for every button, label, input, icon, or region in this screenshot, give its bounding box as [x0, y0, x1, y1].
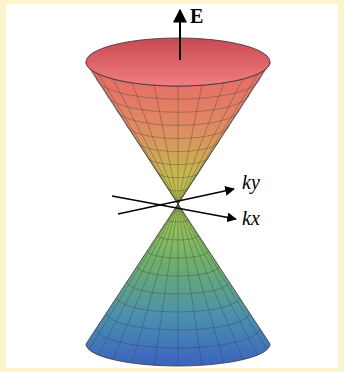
- mesh-line: [147, 157, 208, 165]
- mesh-line: [98, 74, 178, 204]
- kx-axis: [112, 196, 236, 219]
- mesh-line: [113, 204, 178, 360]
- mesh-line: [178, 204, 243, 360]
- ky-axis: [118, 189, 234, 214]
- mesh-line: [178, 68, 267, 204]
- mesh-line: [178, 204, 224, 363]
- mesh-line: [158, 172, 199, 177]
- energy-label: E: [190, 6, 203, 26]
- mesh-line: [106, 94, 249, 113]
- mesh-line: [132, 204, 178, 363]
- mesh-line: [137, 141, 219, 152]
- mesh-line: [117, 109, 240, 125]
- mesh-line: [96, 328, 260, 348]
- mesh-line: [178, 204, 267, 350]
- mesh-line: [158, 235, 199, 240]
- white-ground: [6, 4, 338, 368]
- mesh-line: [147, 251, 208, 258]
- mesh-line: [178, 83, 224, 204]
- mesh-line: [178, 79, 243, 204]
- mesh-line: [178, 86, 179, 204]
- mesh-line: [168, 188, 188, 191]
- axis-label: ky: [242, 172, 260, 192]
- upper-cone-opening: [86, 38, 270, 86]
- mesh-line: [127, 282, 229, 294]
- mesh-line: [178, 85, 202, 204]
- mesh-line: [178, 204, 202, 365]
- mesh-line: [89, 68, 178, 204]
- mesh-line: [113, 79, 178, 204]
- mesh-line: [178, 204, 179, 366]
- mesh-line: [127, 125, 229, 138]
- lower-cone-mesh: [89, 204, 267, 366]
- mesh-line: [117, 297, 240, 312]
- mesh-line: [106, 313, 249, 330]
- axis-label: kx: [242, 208, 260, 228]
- lower-cone: [86, 204, 270, 366]
- energy-axis: [179, 10, 181, 60]
- upper-cone-mesh: [89, 68, 267, 204]
- mesh-line: [137, 266, 219, 276]
- mesh-line: [168, 220, 188, 222]
- mesh-line: [132, 83, 178, 204]
- mesh-line: [96, 78, 260, 99]
- mesh-line: [98, 204, 178, 355]
- mesh-line: [89, 204, 178, 350]
- mesh-line: [154, 204, 178, 365]
